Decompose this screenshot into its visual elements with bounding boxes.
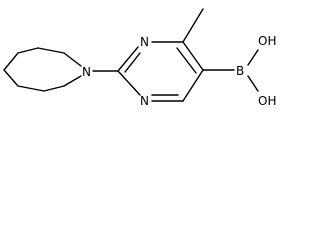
bond-c2-n-top [117,46,139,72]
atom-label-n-pyrimidine-bottom: N [140,94,149,108]
atom-label-b: B [236,64,244,78]
atom-label-oh-bottom: OH [258,94,276,108]
bond-pip-c3-c4 [17,47,39,54]
bond-pip-c2-c3 [37,47,65,54]
atom-label-n-pyrimidine-top: N [140,35,149,49]
bond-pip-c7-c8 [43,85,65,92]
pyrimidine-ring [92,41,204,102]
bond-b-oh-top [247,49,259,66]
bond-pip-c6-c7 [17,85,45,92]
bond-pip-c8-n [63,75,82,87]
atom-label-oh-top: OH [258,34,276,48]
bond-methyl [182,8,204,43]
bond-n-bottom-c2 [117,70,141,96]
bond-c5-c6 [182,69,204,102]
bond-c2-n-top-double [124,52,141,73]
bond-c4-c5 [182,41,204,71]
bond-pip-n-c2 [63,52,82,67]
chemical-structure: N N N B OH OH [3,8,276,108]
atom-label-n-piperidine: N [82,65,91,79]
bond-c4-c5-double [176,47,197,74]
substituents [182,8,259,92]
bond-pip-c5-c6 [3,69,19,87]
bond-pip-c4-c5 [3,52,19,71]
bond-b-oh-bottom [247,75,259,92]
piperidine-ring [3,47,82,92]
